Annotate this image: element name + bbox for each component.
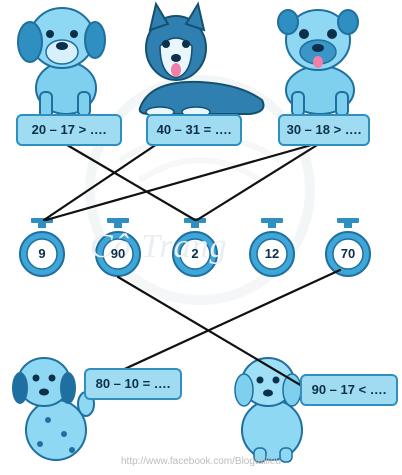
stopwatch-2-value: 90 <box>110 246 126 261</box>
stopwatch-4 <box>249 218 295 277</box>
dog-5-illustration <box>234 357 303 463</box>
line-dog3-to-2 <box>195 140 324 222</box>
stopwatch-5 <box>325 218 371 277</box>
dog-2-illustration <box>138 1 265 118</box>
watermark-brand: Cô Trang <box>90 228 228 265</box>
stopwatch-1-value: 9 <box>38 246 46 261</box>
stopwatch-1 <box>19 218 65 277</box>
stopwatch-2 <box>95 218 141 277</box>
dog-1-label: 20 – 17 > …. <box>16 114 122 146</box>
stopwatch-5-value: 70 <box>340 246 356 261</box>
dog-2-label: 40 – 31 = …. <box>146 114 242 146</box>
line-dog3-to-9 <box>44 140 324 222</box>
stopwatch-3 <box>172 218 218 277</box>
dog-3-label: 30 – 18 > …. <box>278 114 370 146</box>
dog-1-illustration <box>17 7 106 119</box>
line-90-to-dog5 <box>116 275 304 388</box>
dog-4-label: 80 – 10 = …. <box>84 368 182 400</box>
line-dog2-to-9 <box>42 140 162 222</box>
dog-3-illustration <box>277 9 359 117</box>
stopwatch-4-value: 12 <box>264 246 280 261</box>
stopwatch-3-value: 2 <box>191 246 199 261</box>
line-70-to-dog4 <box>116 268 342 374</box>
line-dog1-to-2 <box>60 140 197 222</box>
dog-4-illustration <box>12 357 95 461</box>
dog-5-label: 90 – 17 < …. <box>300 374 398 406</box>
watermark-url: http://www.facebook.com/Blogtailieu <box>120 456 282 467</box>
